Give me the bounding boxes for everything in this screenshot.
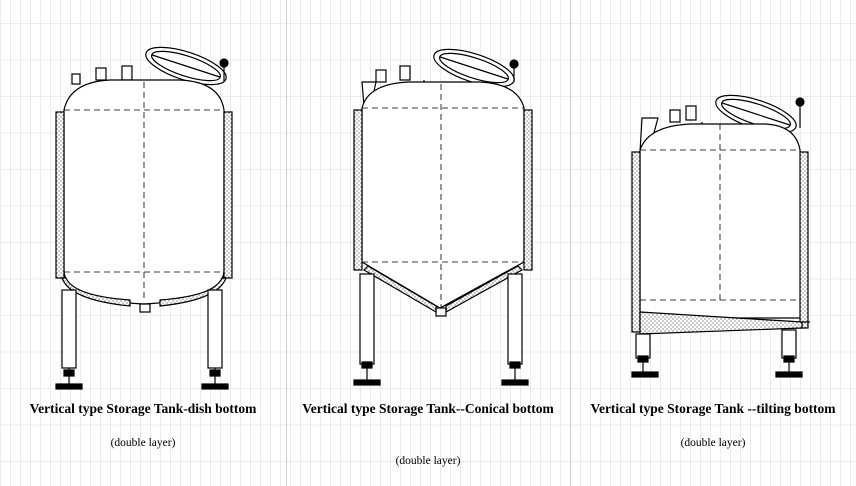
tank-panel-tilting-bottom: Vertical type Storage Tank --tilting bot… (570, 0, 856, 486)
tank-note: (double layer) (110, 437, 176, 449)
tank-title: Vertical type Storage Tank-dish bottom (29, 401, 257, 416)
tank-title: Vertical type Storage Tank--Conical bott… (302, 401, 554, 416)
tank-title: Vertical type Storage Tank --tilting bot… (590, 401, 836, 416)
column-divider (570, 0, 571, 486)
tank-note: (double layer) (395, 455, 461, 467)
manhole-lid (145, 46, 227, 86)
tilting-bottom-tank-drawing (631, 94, 810, 378)
conical-bottom-tank-drawing (353, 48, 533, 386)
dish-bottom-tank-drawing (55, 46, 233, 390)
tank-panel-dish-bottom: Vertical type Storage Tank-dish bottom (… (0, 0, 286, 486)
column-divider (286, 0, 287, 486)
tank-note: (double layer) (680, 437, 746, 449)
tank-panel-conical-bottom: Vertical type Storage Tank--Conical bott… (286, 0, 570, 486)
manhole-lid (433, 48, 515, 88)
